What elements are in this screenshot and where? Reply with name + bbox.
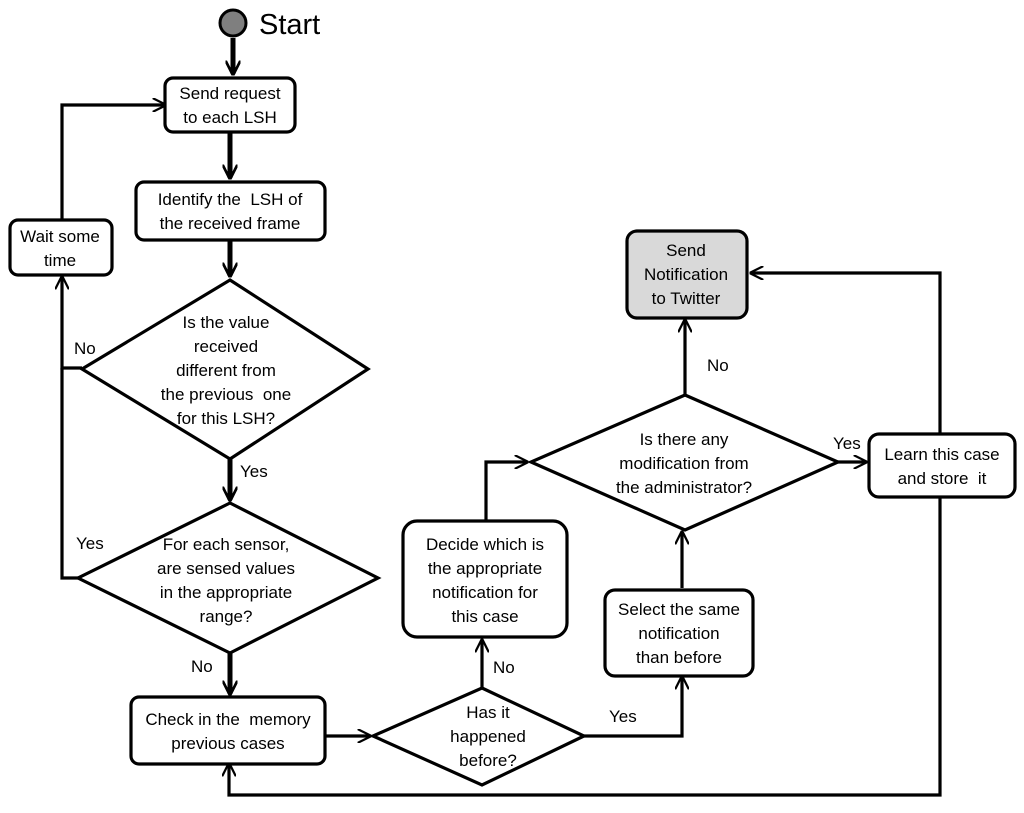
label-line: Has it: [466, 703, 510, 722]
label-line: time: [44, 251, 76, 270]
decide-notification-box: [401, 519, 569, 639]
learn-case-label: Learn this case and store it: [884, 445, 999, 488]
wait-box: [8, 218, 114, 277]
label-line: to each LSH: [183, 108, 277, 127]
label-line: Wait some: [20, 227, 100, 246]
node-wait: Wait some time: [8, 218, 114, 277]
label-line: different from: [176, 361, 276, 380]
label-line: Learn this case: [884, 445, 999, 464]
label-line: the appropriate: [428, 559, 542, 578]
value-different-label: Is the value received different from the pr…: [161, 313, 291, 428]
sensed-range-label: For each sensor, are sensed values in the …: [157, 535, 295, 626]
send-twitter-box: [625, 229, 749, 320]
label-line: Send request: [179, 84, 280, 103]
label-line: notification: [638, 624, 719, 643]
sensed-range-diamond: [74, 501, 382, 655]
label-no-sensed-range: No: [191, 657, 213, 676]
label-line: for this LSH?: [177, 409, 275, 428]
label-yes-value-different: Yes: [240, 462, 268, 481]
label-line: to Twitter: [652, 289, 721, 308]
label-line: notification for: [432, 583, 538, 602]
wait-label: Wait some time: [20, 227, 100, 270]
identify-lsh-label: Identify the LSH of the received frame: [158, 190, 303, 233]
happened-before-label: Has it happened before?: [450, 703, 526, 770]
label-line: before?: [459, 751, 517, 770]
edge-sensed-diamond-yes-to-wait: [60, 368, 78, 580]
label-yes-modification: Yes: [833, 434, 861, 453]
node-decide-notification: Decide which is the appropriate notificati…: [401, 519, 569, 639]
value-different-diamond: [78, 278, 371, 461]
label-line: this case: [451, 607, 518, 626]
happened-before-diamond: [369, 686, 588, 787]
label-line: previous cases: [171, 734, 284, 753]
decision-sensed-range: For each sensor, are sensed values in the …: [74, 501, 382, 655]
label-line: modification from: [619, 454, 748, 473]
label-line: Notification: [644, 265, 728, 284]
label-line: received: [194, 337, 258, 356]
label-yes-happened: Yes: [609, 707, 637, 726]
label-line: Select the same: [618, 600, 740, 619]
start-label: Start: [259, 9, 320, 41]
check-memory-label: Check in the memory previous cases: [145, 710, 311, 753]
label-line: Check in the memory: [145, 710, 311, 729]
label-no-happened: No: [493, 658, 515, 677]
label-line: than before: [636, 648, 722, 667]
label-line: the administrator?: [616, 478, 752, 497]
node-send-request: Send request to each LSH: [163, 76, 297, 134]
decide-notification-label: Decide which is the appropriate notificati…: [426, 535, 544, 626]
check-memory-box: [129, 695, 327, 766]
label-line: Is there any: [640, 430, 729, 449]
label-line: Identify the LSH of: [158, 190, 303, 209]
decision-modification: Is there any modification from the adminis…: [527, 393, 842, 532]
identify-lsh-box: [134, 180, 327, 242]
learn-case-box: [867, 432, 1017, 499]
select-same-box: [603, 588, 755, 678]
edge-happened-yes-to-select-same: [584, 677, 682, 738]
label-line: Is the value: [183, 313, 270, 332]
select-same-label: Select the same notification than before: [618, 600, 740, 667]
label-line: the received frame: [160, 214, 301, 233]
modification-label: Is there any modification from the adminis…: [616, 430, 752, 497]
edge-learn-to-twitter: [751, 273, 942, 434]
edge-decide-to-modification-diamond: [484, 462, 527, 520]
label-no-value-different: No: [74, 339, 96, 358]
node-identify-lsh: Identify the LSH of the received frame: [134, 180, 327, 242]
label-line: Decide which is: [426, 535, 544, 554]
edge-learn-to-check-memory: [229, 497, 942, 797]
edges: [60, 38, 942, 797]
label-line: are sensed values: [157, 559, 295, 578]
start-node: Start: [218, 8, 320, 41]
decision-happened-before: Has it happened before?: [369, 686, 588, 787]
edge-wait-to-send-request: [60, 105, 165, 220]
send-request-label: Send request to each LSH: [179, 84, 280, 127]
node-select-same: Select the same notification than before: [603, 588, 755, 678]
label-line: and store it: [898, 469, 987, 488]
edge-labels: No Yes Yes No No Yes No Yes: [74, 339, 861, 726]
label-line: Send: [666, 241, 706, 260]
node-learn-case: Learn this case and store it: [867, 432, 1017, 499]
send-request-box: [163, 76, 297, 134]
label-line: For each sensor,: [163, 535, 290, 554]
decision-value-different: Is the value received different from the pr…: [78, 278, 371, 461]
node-check-memory: Check in the memory previous cases: [129, 695, 327, 766]
label-no-modification: No: [707, 356, 729, 375]
label-yes-sensed-range: Yes: [76, 534, 104, 553]
label-line: range?: [200, 607, 253, 626]
label-line: in the appropriate: [160, 583, 292, 602]
start-dot: [218, 8, 248, 38]
modification-diamond: [527, 393, 842, 532]
label-line: happened: [450, 727, 526, 746]
label-line: the previous one: [161, 385, 291, 404]
